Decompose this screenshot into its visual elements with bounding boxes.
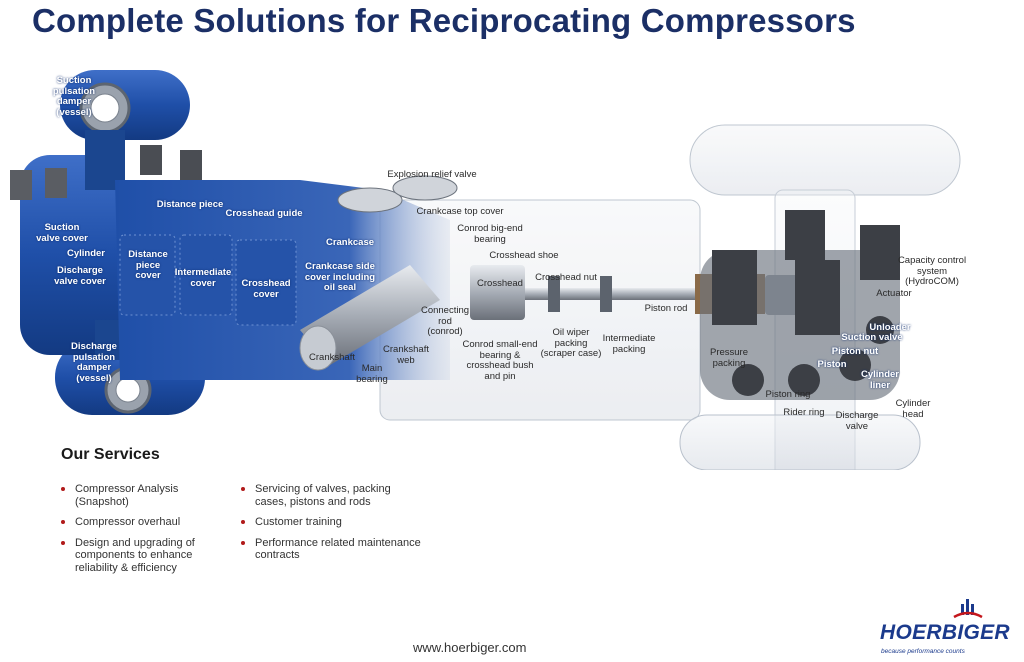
- label-unloader: Unloader: [869, 322, 911, 333]
- label-crosshead-guide: Crosshead guide: [225, 208, 303, 219]
- label-piston-rod: Piston rod: [644, 303, 688, 314]
- bullet-icon: [241, 487, 245, 491]
- label-piston: Piston: [817, 359, 847, 370]
- compressor-illustration: [10, 70, 961, 491]
- logo-tagline: because performance counts: [881, 648, 965, 655]
- label-crankcase-side-cover: Crankcase side cover including oil seal: [304, 261, 376, 293]
- label-discharge-valve-cover: Discharge valve cover: [54, 265, 106, 287]
- label-intermediate-packing: Intermediate packing: [602, 333, 656, 355]
- right-cylinder: [700, 210, 900, 400]
- label-piston-ring: Piston ring: [765, 389, 811, 400]
- label-explosion-relief-valve: Explosion relief valve: [387, 169, 477, 180]
- logo-wordmark: HOERBIGER: [880, 621, 1010, 644]
- hoerbiger-logo: HOERBIGER because performance counts: [878, 597, 1014, 659]
- service-item: Servicing of valves, packing cases, pist…: [241, 483, 451, 508]
- ghost-discharge-damper: [679, 414, 921, 471]
- services-heading: Our Services: [61, 446, 160, 463]
- bullet-icon: [241, 520, 245, 524]
- label-rider-ring: Rider ring: [783, 407, 825, 418]
- label-conrod-big-end-bearing: Conrod big-end bearing: [457, 223, 523, 245]
- label-cylinder-head: Cylinder head: [895, 398, 931, 420]
- logo-emblem-icon: [953, 599, 983, 619]
- label-main-bearing: Main bearing: [356, 363, 388, 385]
- label-crankshaft: Crankshaft: [309, 352, 355, 363]
- label-crankshaft-web: Crankshaft web: [383, 344, 429, 366]
- label-cylinder: Cylinder: [66, 248, 106, 259]
- compressor-diagram: Suction pulsation damper (vessel) Suctio…: [0, 50, 1024, 491]
- label-cylinder-liner: Cylinder liner: [860, 369, 900, 391]
- label-capacity-control: Capacity control system (HydroCOM): [897, 255, 967, 287]
- label-oil-wiper-packing: Oil wiper packing (scraper case): [540, 327, 602, 359]
- service-item: Compressor overhaul: [61, 516, 231, 529]
- page-title: Complete Solutions for Reciprocating Com…: [32, 2, 856, 39]
- bullet-icon: [61, 520, 65, 524]
- label-distance-piece-cover: Distance piece cover: [128, 249, 168, 281]
- label-discharge-valve: Discharge valve: [835, 410, 879, 432]
- services-list-left: Compressor Analysis (Snapshot) Compresso…: [61, 483, 231, 582]
- service-item: Customer training: [241, 516, 451, 529]
- label-conrod-small-end: Conrod small-end bearing & crosshead bus…: [462, 339, 538, 382]
- bullet-icon: [241, 540, 245, 545]
- website-link[interactable]: www.hoerbiger.com: [413, 640, 527, 655]
- label-intermediate-cover: Intermediate cover: [174, 267, 232, 289]
- services-list-right: Servicing of valves, packing cases, pist…: [241, 483, 451, 570]
- label-distance-piece: Distance piece: [156, 199, 224, 210]
- label-crankcase: Crankcase: [325, 237, 375, 248]
- label-crosshead-nut: Crosshead nut: [535, 272, 597, 283]
- label-crosshead: Crosshead: [477, 278, 523, 289]
- bullet-icon: [61, 540, 65, 545]
- label-piston-nut: Piston nut: [831, 346, 879, 357]
- label-suction-valve-cover: Suction valve cover: [36, 222, 88, 244]
- label-crosshead-cover: Crosshead cover: [241, 278, 291, 300]
- label-crosshead-shoe: Crosshead shoe: [489, 250, 559, 261]
- label-pressure-packing: Pressure packing: [709, 347, 749, 369]
- label-discharge-pulsation-damper: Discharge pulsation damper (vessel): [71, 341, 117, 384]
- label-suction-pulsation-damper: Suction pulsation damper (vessel): [52, 75, 96, 118]
- label-crankcase-top-cover: Crankcase top cover: [416, 206, 504, 217]
- label-actuator: Actuator: [876, 288, 912, 299]
- service-item: Compressor Analysis (Snapshot): [61, 483, 231, 508]
- label-connecting-rod: Connecting rod (conrod): [420, 305, 470, 337]
- bullet-icon: [61, 487, 65, 491]
- service-item: Design and upgrading of components to en…: [61, 537, 231, 575]
- service-item: Performance related maintenance contract…: [241, 537, 451, 562]
- label-suction-valve: Suction valve: [841, 332, 903, 343]
